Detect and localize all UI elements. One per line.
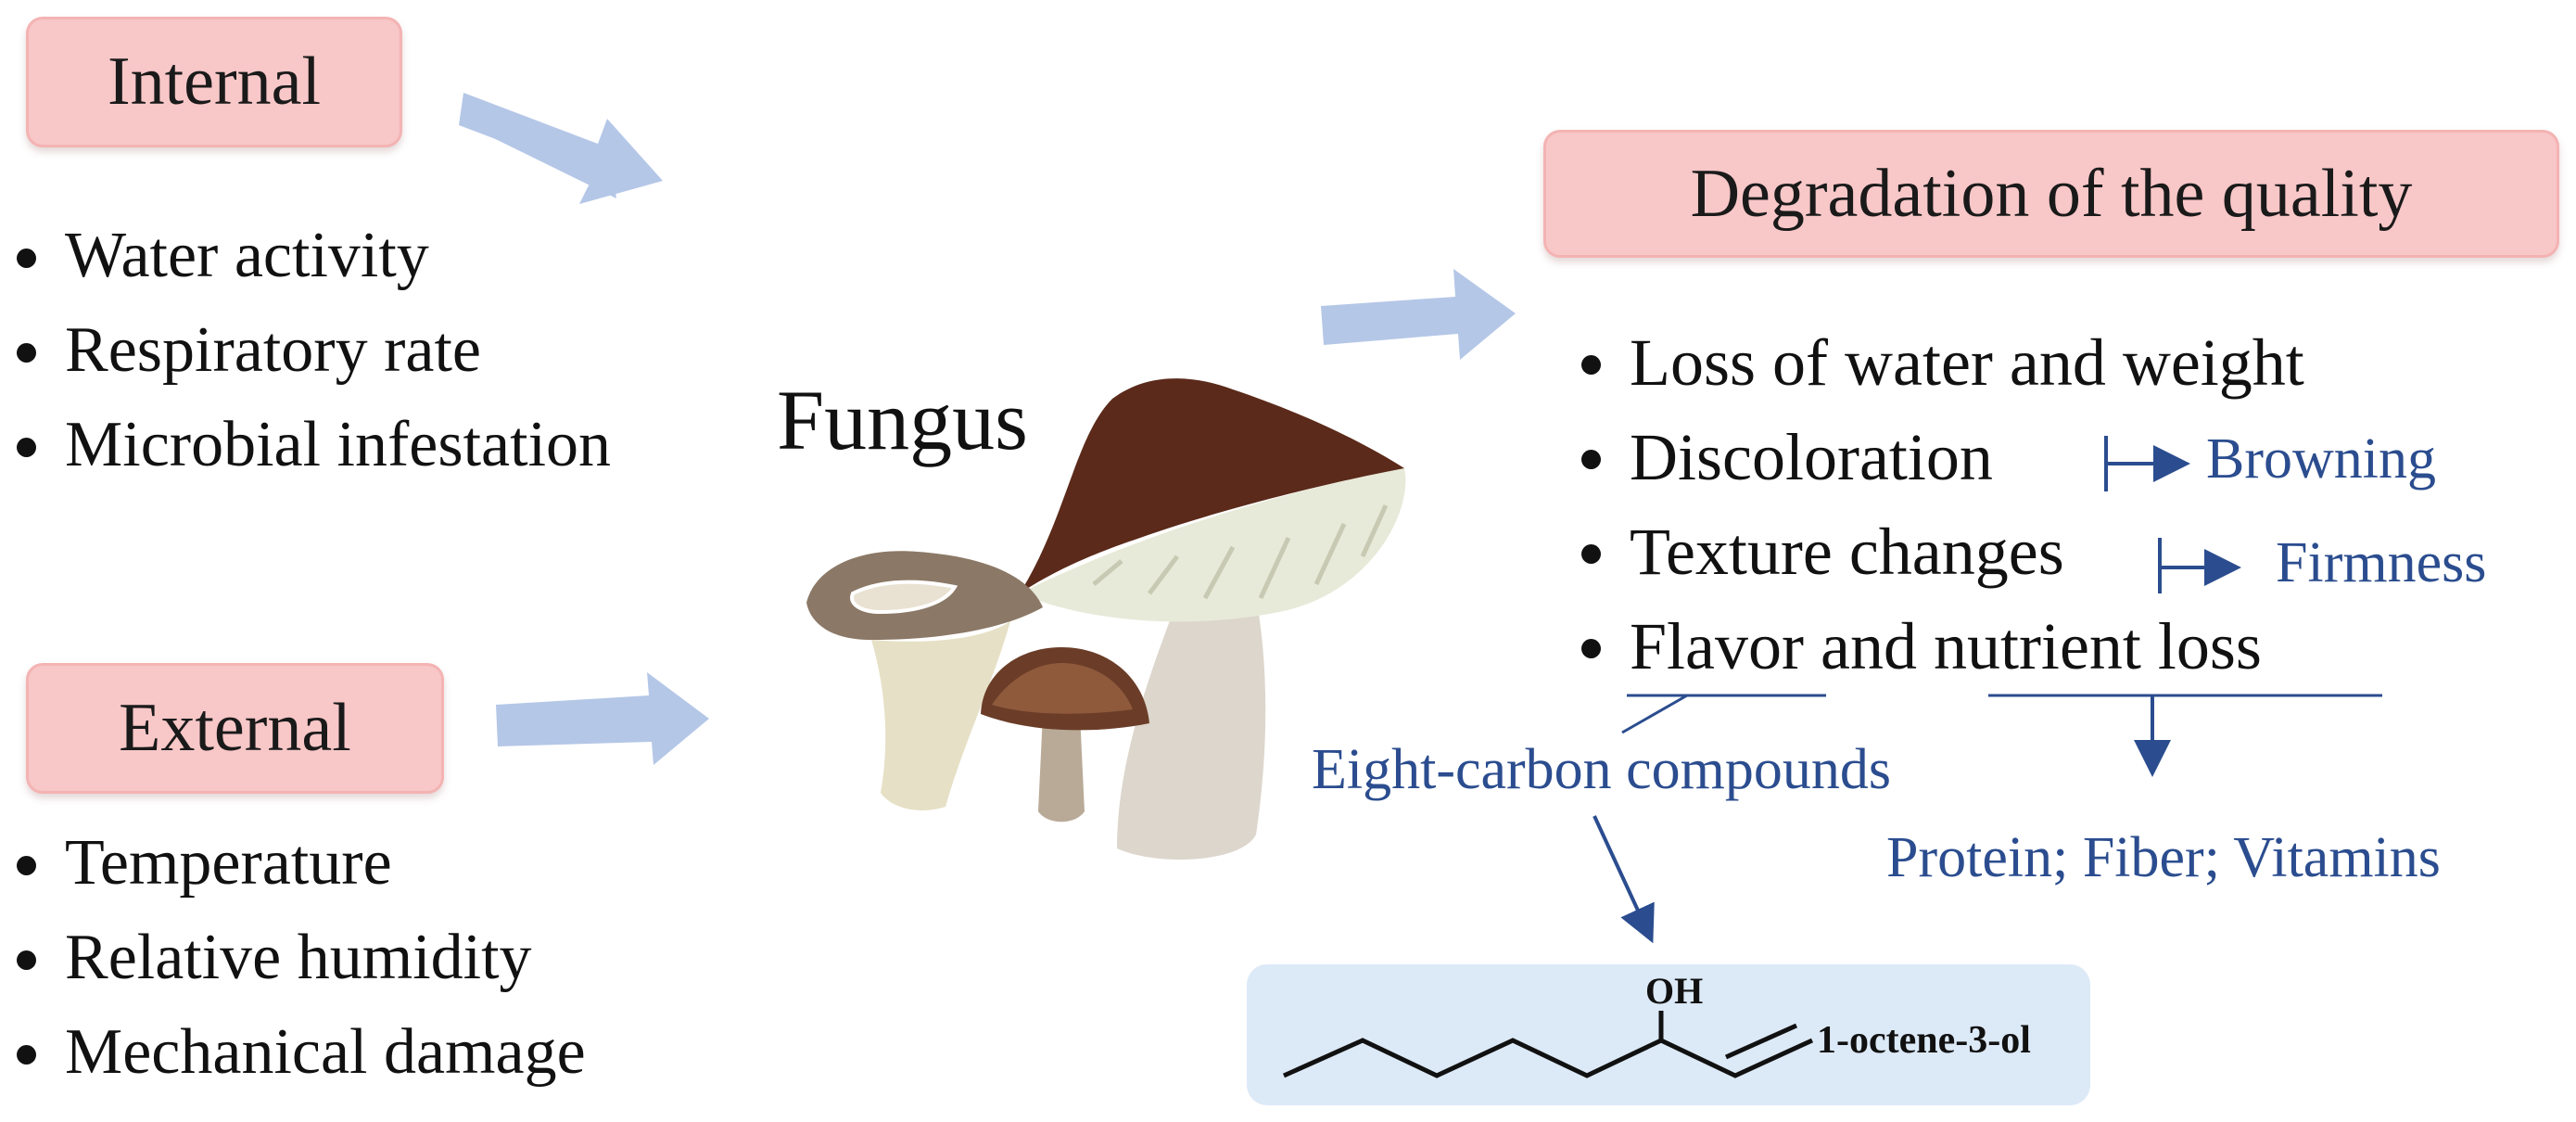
degradation-title: Degradation of the quality [1690, 155, 2413, 232]
browning-connector [2104, 436, 2190, 491]
degradation-item-label: Discoloration [1630, 420, 1993, 494]
nutrient-loss-label: nutrient loss [1933, 609, 2262, 683]
internal-factor: Respiratory rate [11, 303, 611, 398]
internal-factor-list: Water activity Respiratory rate Microbia… [11, 209, 611, 492]
and-label: and [1820, 609, 1917, 683]
compounds-arrow [1593, 815, 1655, 944]
degradation-item-label: Loss of water and weight [1630, 325, 2304, 400]
internal-header: Internal [26, 17, 402, 147]
internal-arrow [459, 93, 663, 204]
octenol-skeleton [1282, 1038, 1814, 1078]
nutrient-examples-label: Protein; Fiber; Vitamins [1886, 826, 2441, 889]
external-factor: Relative humidity [11, 911, 586, 1005]
internal-title: Internal [107, 44, 322, 120]
external-title: External [119, 690, 351, 766]
firmness-connector [2158, 538, 2241, 593]
fungus-label: Fungus [777, 373, 1028, 467]
mushroom-illustration [806, 378, 1406, 860]
flavor-label: Flavor [1630, 609, 1804, 683]
octenol-double-bond [1724, 1023, 1798, 1060]
external-factor: Temperature [11, 816, 586, 911]
degradation-item-label: Texture changes [1630, 515, 2064, 589]
internal-factor: Water activity [11, 209, 611, 303]
external-header: External [26, 663, 444, 794]
molecule-panel [1247, 964, 2090, 1105]
external-factor: Mechanical damage [11, 1005, 586, 1100]
external-factor-list: Temperature Relative humidity Mechanical… [11, 816, 586, 1100]
browning-label: Browning [2206, 427, 2436, 491]
degradation-header: Degradation of the quality [1543, 130, 2559, 258]
degradation-item: Flavor and nutrient loss [1576, 599, 2304, 694]
molecule-name: 1-octene-3-ol [1817, 1019, 2031, 1062]
degradation-item: Loss of water and weight [1576, 315, 2304, 410]
degradation-arrow [1321, 269, 1516, 360]
internal-factor: Microbial infestation [11, 398, 611, 492]
hydroxyl-label: OH [1645, 970, 1704, 1012]
degradation-list: Loss of water and weight Discoloration T… [1576, 315, 2304, 694]
firmness-label: Firmness [2276, 531, 2487, 594]
eight-carbon-label: Eight-carbon compounds [1312, 738, 1892, 801]
flavor-connector [1621, 694, 1688, 734]
degradation-item: Discoloration [1576, 410, 2304, 504]
external-arrow [496, 672, 709, 765]
degradation-item: Texture changes [1576, 504, 2304, 599]
